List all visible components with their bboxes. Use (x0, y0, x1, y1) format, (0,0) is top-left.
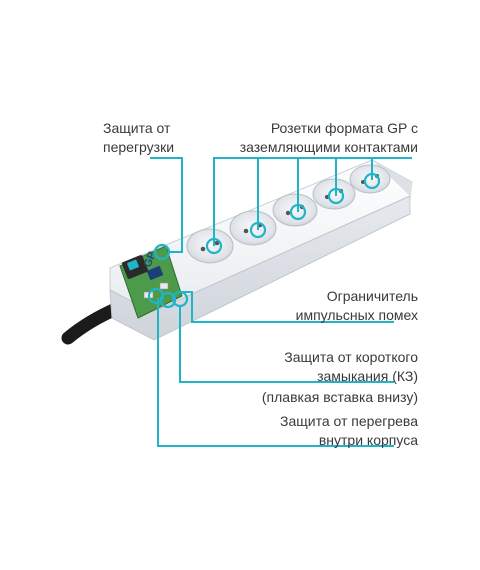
callout-line-sockets (213, 157, 412, 246)
callout-line-overload (150, 157, 183, 253)
label-overload-line1: Защита от (103, 120, 171, 136)
label-overload: Защита от перегрузки (103, 119, 174, 157)
label-overheat-line1: Защита от перегрева (280, 413, 418, 429)
marker-socket-5 (363, 172, 381, 190)
callout-line-surge (180, 291, 394, 323)
label-short-circuit-line2: замыкания (КЗ) (317, 368, 418, 384)
marker-socket-3 (289, 203, 307, 221)
marker-overheat (147, 287, 165, 305)
socket-2 (229, 210, 277, 246)
callout-line-overheat (157, 298, 394, 447)
label-overload-line2: перегрузки (103, 139, 175, 155)
marker-socket-1 (205, 237, 223, 255)
breaker-button (146, 266, 164, 280)
socket-1 (186, 228, 234, 264)
socket-4 (312, 178, 356, 210)
label-sockets: Розетки формата GP с заземляющими контак… (240, 119, 418, 157)
callout-markers (147, 172, 381, 309)
label-short-circuit: Защита от короткого замыкания (КЗ) (284, 348, 418, 386)
label-surge-line2: импульсных помех (295, 307, 418, 323)
label-overheat: Защита от перегрева внутри корпуса (280, 412, 418, 450)
callout-lines (150, 157, 412, 447)
callout-line-short-circuit (179, 306, 394, 383)
marker-surge (171, 290, 189, 308)
label-short-circuit-line1: Защита от короткого (284, 349, 418, 365)
label-overheat-line2: внутри корпуса (318, 432, 418, 448)
component-b (159, 282, 169, 290)
socket-3 (272, 193, 318, 227)
label-surge-line1: Ограничитель (326, 288, 418, 304)
switch-indicator (127, 259, 139, 271)
label-surge: Ограничитель импульсных помех (296, 287, 418, 325)
label-short-circuit-note: (плавкая вставка внизу) (261, 389, 418, 405)
label-sockets-line1: Розетки формата GP с (270, 120, 418, 136)
strip-end-cap (372, 160, 412, 214)
label-sockets-line2: заземляющими контактами (239, 139, 418, 155)
marker-overload (153, 243, 171, 261)
power-cable (61, 301, 125, 345)
marker-socket-4 (327, 187, 345, 205)
marker-socket-2 (249, 221, 267, 239)
